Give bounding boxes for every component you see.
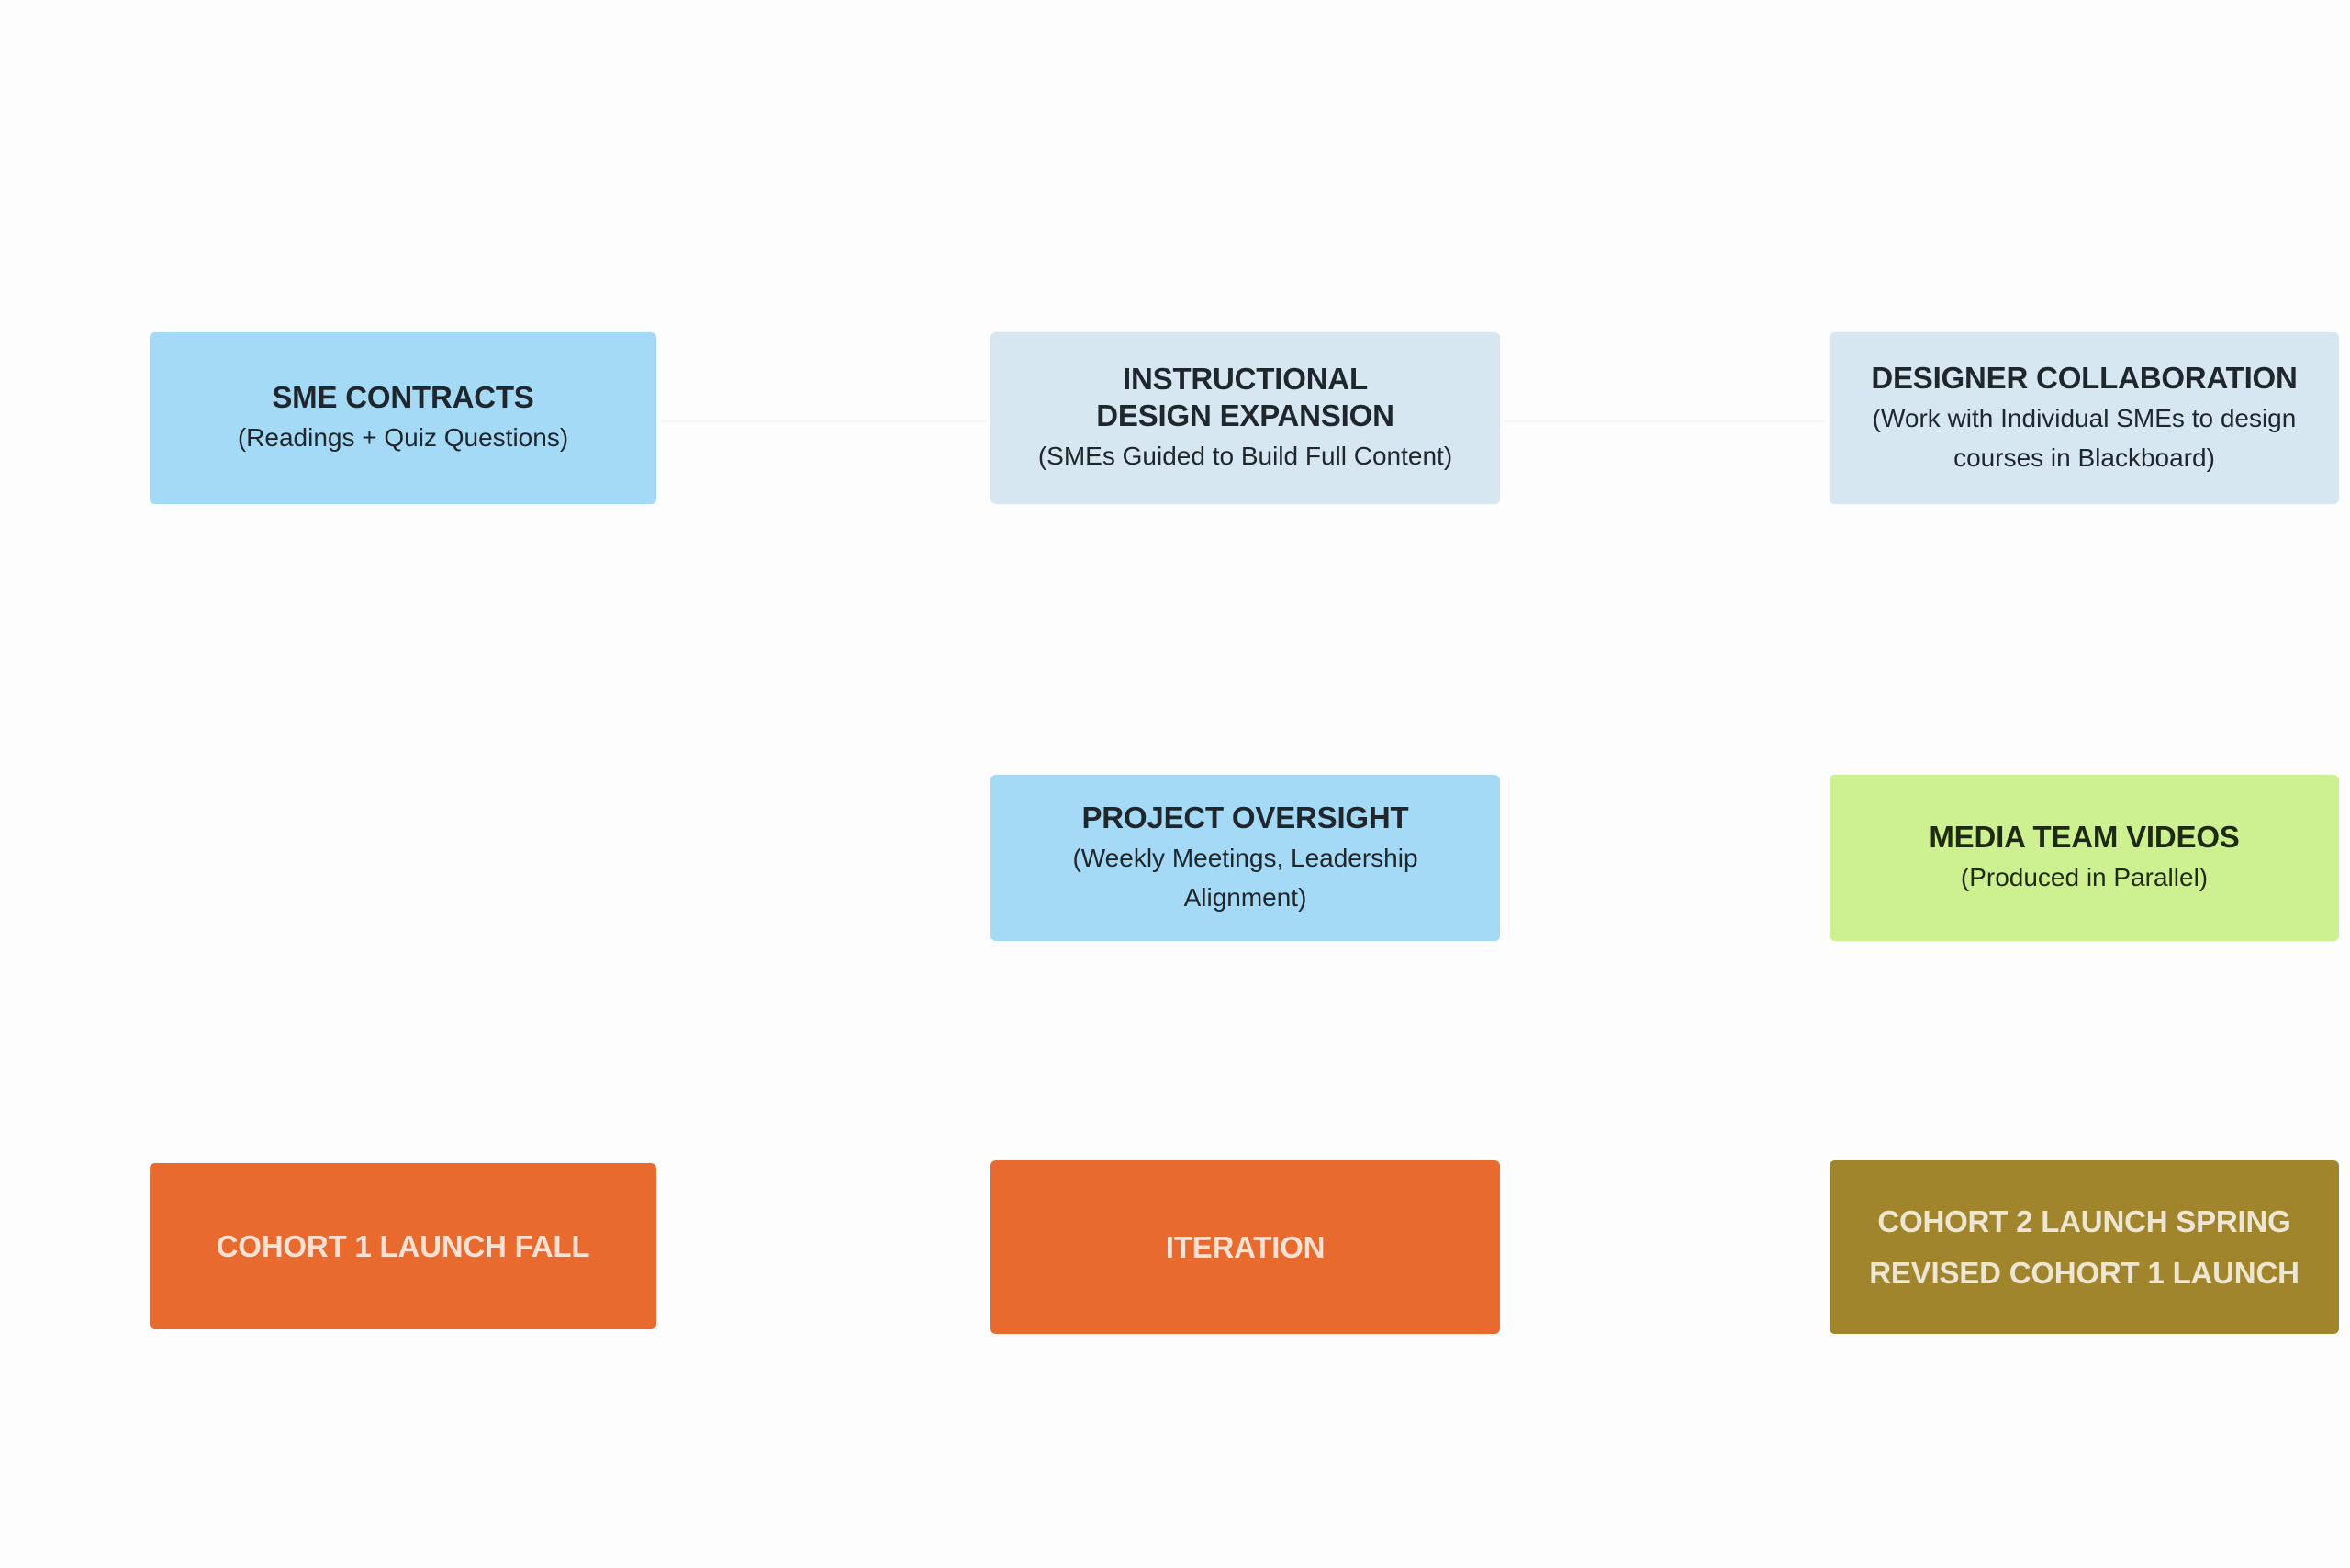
node-subtitle: (Readings + Quiz Questions) <box>237 423 569 452</box>
node-title: INSTRUCTIONAL DESIGN EXPANSION <box>1096 362 1394 432</box>
node-sme-contracts[interactable]: SME CONTRACTS (Readings + Quiz Questions… <box>150 332 656 504</box>
node-title-line2: REVISED COHORT 1 LAUNCH <box>1869 1255 2300 1290</box>
node-subtitle: (SMEs Guided to Build Full Content) <box>1037 442 1453 470</box>
node-title: PROJECT OVERSIGHT <box>1081 800 1409 834</box>
node-subtitle: (Produced in Parallel) <box>1960 863 2209 891</box>
node-cohort-1-launch-fall[interactable]: COHORT 1 LAUNCH FALL <box>150 1163 656 1329</box>
node-title: COHORT 2 LAUNCH SPRING <box>1877 1204 2291 1238</box>
node-title: ITERATION <box>1165 1229 1326 1264</box>
node-designer-collaboration[interactable]: DESIGNER COLLABORATION (Work with Indivi… <box>1830 332 2339 504</box>
node-title: DESIGNER COLLABORATION <box>1871 360 2298 395</box>
node-project-oversight[interactable]: PROJECT OVERSIGHT (Weekly Meetings, Lead… <box>990 775 1500 941</box>
node-subtitle: (Weekly Meetings, Leadership Alignment) <box>1072 843 1418 912</box>
node-title: SME CONTRACTS <box>272 380 534 414</box>
connector-sme-to-id <box>661 420 986 422</box>
node-subtitle: (Work with Individual SMEs to design cou… <box>1872 403 2297 472</box>
connector-id-to-designer <box>1504 420 1825 422</box>
node-instructional-design-expansion[interactable]: INSTRUCTIONAL DESIGN EXPANSION (SMEs Gui… <box>990 332 1500 504</box>
node-cohort-2-launch-spring[interactable]: COHORT 2 LAUNCH SPRING REVISED COHORT 1 … <box>1830 1160 2339 1334</box>
node-title: COHORT 1 LAUNCH FALL <box>216 1228 590 1263</box>
node-iteration[interactable]: ITERATION <box>990 1160 1500 1334</box>
node-title: MEDIA TEAM VIDEOS <box>1929 820 2240 854</box>
node-media-team-videos[interactable]: MEDIA TEAM VIDEOS (Produced in Parallel) <box>1830 775 2339 941</box>
